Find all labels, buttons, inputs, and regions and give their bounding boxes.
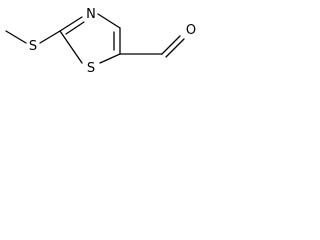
thiazole-carbaldehyde-structure: S N S O [5, 7, 196, 76]
c2-nitrogen-double-bond [65, 21, 85, 35]
methylthio-sulfur-label: S [29, 39, 37, 54]
carbonyl-double-bond [165, 38, 185, 58]
ring-nitrogen-label: N [86, 7, 96, 22]
ring-sulfur-label: S [87, 61, 95, 76]
ring-sulfur-c2-bond [59, 30, 83, 64]
c5-ring-sulfur-bond [99, 53, 121, 64]
methyl-sulfur-bond [5, 30, 27, 44]
c2-nitrogen-bond [59, 16, 83, 32]
carbonyl-oxygen-label: O [186, 23, 196, 38]
sulfur-c2-bond [39, 30, 61, 44]
carbonyl-bond [161, 35, 181, 55]
nitrogen-c4-bond [97, 13, 121, 29]
